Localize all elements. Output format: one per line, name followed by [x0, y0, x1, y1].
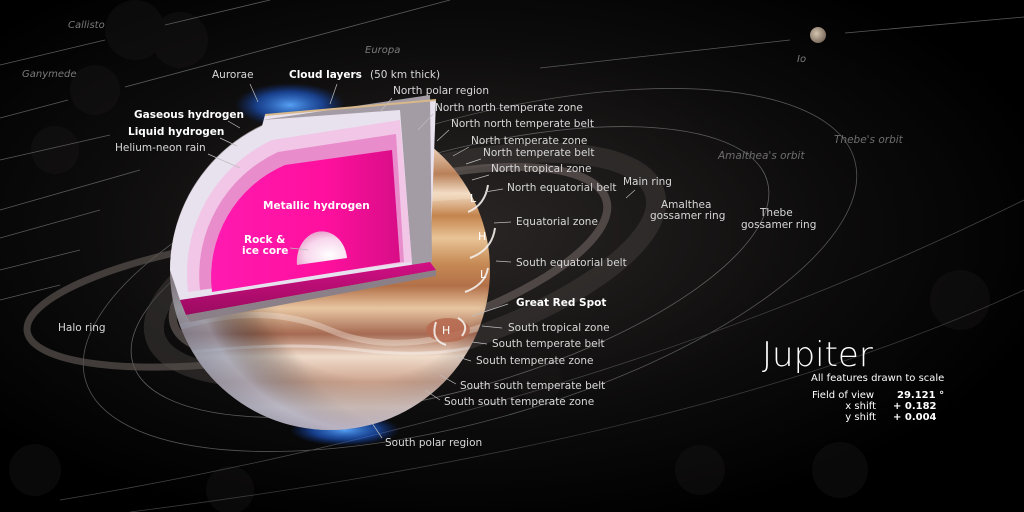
label-gaseous-hydrogen: Gaseous hydrogen: [134, 109, 244, 121]
label-core-2: ice core: [242, 245, 288, 257]
label-io: Io: [797, 54, 806, 65]
label-amalthea-orbit: Amalthea's orbit: [717, 150, 805, 162]
label-ntz: North temperate zone: [471, 135, 587, 147]
y-shift-value: + 0.004: [893, 412, 937, 423]
label-ez: Equatorial zone: [516, 216, 598, 228]
label-aurorae: Aurorae: [212, 69, 254, 81]
label-amalthea-ring-2: gossamer ring: [650, 210, 725, 222]
label-ntb: North temperate belt: [483, 147, 594, 159]
subtitle: All features drawn to scale: [811, 373, 944, 384]
label-ntropz: North tropical zone: [491, 163, 591, 175]
label-metallic-hydrogen: Metallic hydrogen: [263, 200, 370, 212]
outer-orbit-lower-2: [129, 289, 1024, 512]
label-thebe-orbit: Thebe's orbit: [834, 134, 904, 146]
label-stb: South temperate belt: [492, 338, 605, 350]
label-thebe-ring-1: Thebe: [759, 207, 793, 219]
label-seb: South equatorial belt: [516, 257, 627, 269]
interior-cutaway: [170, 95, 437, 322]
page-title: Jupiter: [762, 335, 873, 375]
label-liquid-hydrogen: Liquid hydrogen: [128, 126, 224, 138]
label-sstz: South south temperate zone: [444, 396, 594, 408]
label-main-ring: Main ring: [623, 176, 672, 188]
moon-orbit-lines: [0, 0, 1024, 301]
label-halo-ring: Halo ring: [58, 322, 106, 334]
label-nntz: North north temperate zone: [435, 102, 583, 114]
outer-orbit-lower: [59, 199, 1024, 501]
low-pressure-marker-1: L: [470, 192, 477, 205]
label-amalthea-ring-1: Amalthea: [661, 199, 711, 211]
x-shift-value: + 0.182: [893, 401, 937, 412]
high-pressure-marker-2: H: [442, 324, 450, 337]
low-pressure-marker-2: L: [480, 268, 487, 281]
label-thebe-ring-2: gossamer ring: [741, 219, 816, 231]
io-moon: [810, 27, 826, 43]
high-pressure-marker-1: H: [478, 230, 486, 243]
label-sstb: South south temperate belt: [460, 380, 605, 392]
label-nntb: North north temperate belt: [451, 118, 594, 130]
label-stropz: South tropical zone: [508, 322, 610, 334]
label-core-1: Rock &: [244, 234, 285, 246]
label-neb: North equatorial belt: [507, 182, 617, 194]
label-stz: South temperate zone: [476, 355, 594, 367]
label-south-polar-region: South polar region: [385, 437, 482, 449]
label-cloud-layers: Cloud layers (50 km thick): [289, 63, 440, 82]
atmosphere-labels: North polar region North north temperate…: [367, 85, 627, 449]
label-north-polar-region: North polar region: [393, 85, 489, 97]
label-great-red-spot: Great Red Spot: [516, 297, 606, 309]
jupiter-planet: [170, 95, 490, 430]
y-shift-label: y shift: [845, 412, 876, 423]
title-block: Jupiter All features drawn to scale Fiel…: [762, 335, 944, 423]
storm-arrows: [433, 184, 496, 346]
label-callisto: Callisto: [68, 20, 105, 31]
x-shift-label: x shift: [845, 401, 876, 412]
rock-ice-core: [296, 231, 347, 265]
field-of-view-label: Field of view: [812, 390, 874, 401]
label-europa: Europa: [365, 45, 400, 56]
field-of-view-value: 29.121 °: [897, 390, 944, 401]
label-ganymede: Ganymede: [22, 69, 77, 80]
label-helium-neon-rain: Helium-neon rain: [115, 142, 206, 154]
